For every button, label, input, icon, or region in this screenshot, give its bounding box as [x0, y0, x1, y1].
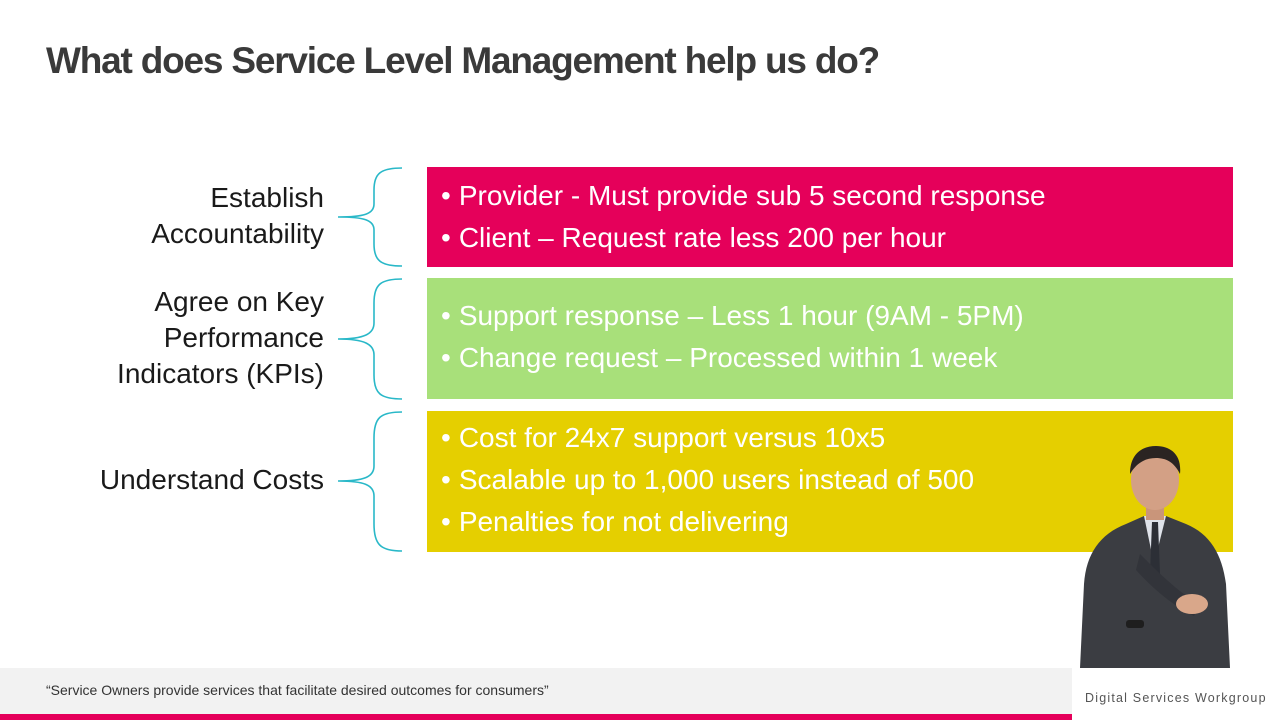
- footer-bar: [0, 668, 1280, 714]
- row-label-line: Accountability: [151, 218, 324, 249]
- footer-accent-stripe: [0, 714, 1072, 720]
- kpi-box-accountability: Provider - Must provide sub 5 second res…: [427, 167, 1233, 267]
- brand-box: [1072, 668, 1280, 720]
- row-label-accountability: Establish Accountability: [151, 180, 324, 252]
- row-label-kpis: Agree on Key Performance Indicators (KPI…: [117, 284, 324, 392]
- kpi-box-costs: Cost for 24x7 support versus 10x5 Scalab…: [427, 411, 1233, 552]
- bullet-item: Penalties for not delivering: [441, 501, 1233, 543]
- row-label-line: Indicators (KPIs): [117, 358, 324, 389]
- curly-brace-icon: [337, 278, 403, 400]
- bullet-item: Change request – Processed within 1 week: [441, 337, 1233, 379]
- bullet-item: Client – Request rate less 200 per hour: [441, 217, 1233, 259]
- row-label-line: Agree on Key: [154, 286, 324, 317]
- bullet-item: Provider - Must provide sub 5 second res…: [441, 175, 1233, 217]
- bullet-item: Scalable up to 1,000 users instead of 50…: [441, 459, 1233, 501]
- row-label-line: Establish: [210, 182, 324, 213]
- bullet-item: Cost for 24x7 support versus 10x5: [441, 417, 1233, 459]
- footer-quote: “Service Owners provide services that fa…: [46, 682, 549, 698]
- row-label-line: Performance: [163, 322, 324, 353]
- bullet-item: Support response – Less 1 hour (9AM - 5P…: [441, 295, 1233, 337]
- presenter-image: [1080, 446, 1230, 668]
- brand-name: Digital Services Workgroup: [1085, 691, 1267, 705]
- row-label-line: Understand Costs: [99, 464, 324, 495]
- curly-brace-icon: [337, 167, 403, 267]
- kpi-box-performance: Support response – Less 1 hour (9AM - 5P…: [427, 278, 1233, 399]
- slide-title: What does Service Level Management help …: [46, 40, 880, 81]
- row-label-costs: Understand Costs: [100, 462, 324, 498]
- curly-brace-icon: [337, 411, 403, 552]
